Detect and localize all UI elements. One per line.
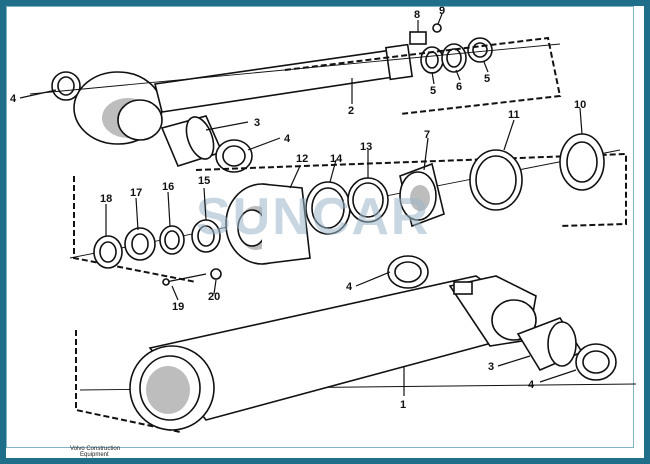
grease-nipple xyxy=(409,31,427,45)
callout-9: 9 xyxy=(439,5,445,17)
callout-7: 7 xyxy=(424,129,430,141)
callout-4: 4 xyxy=(528,379,535,391)
callout-4: 4 xyxy=(346,281,353,293)
callout-3: 3 xyxy=(254,117,260,129)
callout-4: 4 xyxy=(284,133,291,145)
callout-5: 5 xyxy=(430,85,436,97)
cylinder-tube-group xyxy=(129,255,617,431)
rod-eye-bore xyxy=(117,99,163,141)
callout-10: 10 xyxy=(574,99,586,111)
piston-rod-group xyxy=(154,23,493,113)
footer-line-2: Equipment xyxy=(80,452,109,458)
rod-eye-group xyxy=(51,71,253,173)
callout-14: 14 xyxy=(330,153,343,165)
piston-head-body xyxy=(261,183,311,265)
callout-5: 5 xyxy=(484,73,490,85)
diagram-frame-inner xyxy=(6,6,634,448)
screw-19 xyxy=(165,273,207,283)
callout-6: 6 xyxy=(456,81,462,93)
lubrication-port xyxy=(453,281,473,295)
callout-20: 20 xyxy=(208,291,220,303)
footer-line-1: Volvo Construction xyxy=(70,446,120,452)
bracket-middle-left xyxy=(73,176,197,283)
callout-2: 2 xyxy=(348,105,354,117)
callout-18: 18 xyxy=(100,193,112,205)
watermark: SUNCAR xyxy=(196,188,430,246)
piston-rod xyxy=(154,49,402,113)
callout-4: 4 xyxy=(10,93,17,105)
callout-17: 17 xyxy=(130,187,142,199)
callout-12: 12 xyxy=(296,153,308,165)
callout-13: 13 xyxy=(360,141,372,153)
bracket-middle-right xyxy=(195,152,627,227)
callout-11: 11 xyxy=(508,109,520,121)
callout-16: 16 xyxy=(162,181,174,193)
washer-20 xyxy=(210,268,222,280)
callout-15: 15 xyxy=(198,175,210,187)
callout-3: 3 xyxy=(488,361,494,373)
seal-kit-group xyxy=(93,133,605,269)
callout-19: 19 xyxy=(172,301,184,313)
callout-1: 1 xyxy=(400,399,406,411)
callout-8: 8 xyxy=(414,9,420,21)
screw-9 xyxy=(432,23,442,33)
